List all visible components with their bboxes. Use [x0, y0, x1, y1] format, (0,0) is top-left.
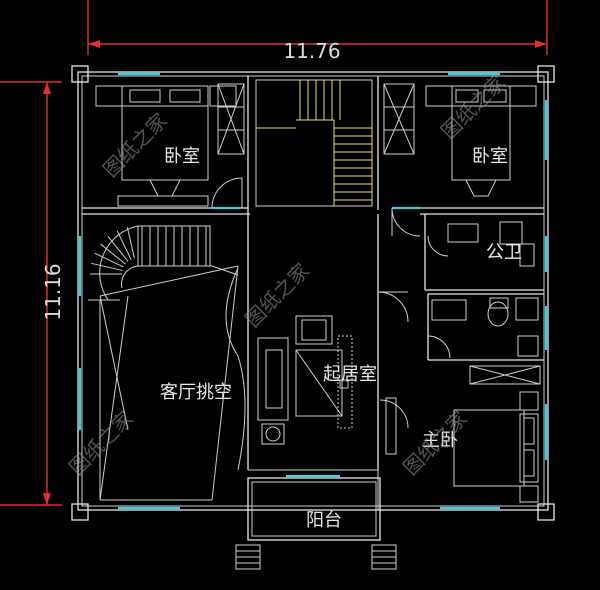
closet-nw — [217, 83, 245, 155]
spiral-tread — [116, 230, 132, 260]
central-staircase — [255, 79, 373, 207]
family-room-edges — [248, 469, 379, 510]
bed-nw — [95, 85, 237, 207]
living-void-lines — [99, 265, 246, 501]
room-label-bedroom-nw: 卧室 — [164, 146, 200, 167]
spiral-tread — [107, 236, 129, 262]
doors — [211, 177, 451, 429]
room-label-living-void: 客厅挑空 — [160, 382, 232, 403]
room-label-bedroom-ne: 卧室 — [472, 146, 508, 167]
watermark-2: 图纸之家 — [436, 70, 510, 144]
bathroom-fixtures — [431, 221, 539, 357]
spiral-staircase — [88, 225, 239, 301]
spiral-tread — [100, 243, 126, 265]
dimension-lines — [0, 0, 548, 506]
spiral-tread — [91, 262, 123, 271]
bed-ne — [425, 85, 537, 197]
watermark-5: 图纸之家 — [398, 406, 472, 480]
watermark-1: 图纸之家 — [98, 108, 172, 182]
master-bed — [385, 365, 541, 503]
interior-walls — [82, 76, 544, 570]
watermark-3: 图纸之家 — [240, 258, 314, 332]
height-dimension-label: 11.16 — [41, 263, 65, 320]
watermark-4: 图纸之家 — [64, 406, 138, 480]
room-label-family-room: 起居室 — [323, 364, 377, 385]
exterior-walls — [71, 65, 555, 521]
sofa-set — [257, 315, 353, 445]
closet-ne — [383, 83, 415, 155]
windows — [78, 72, 548, 510]
spiral-tread — [94, 252, 124, 268]
room-label-balcony: 阳台 — [306, 510, 342, 531]
spiral-tread — [126, 227, 135, 259]
room-label-master-bedroom: 主卧 — [422, 430, 458, 451]
room-label-public-bath: 公卫 — [486, 242, 522, 263]
width-dimension-label: 11.76 — [283, 39, 340, 63]
